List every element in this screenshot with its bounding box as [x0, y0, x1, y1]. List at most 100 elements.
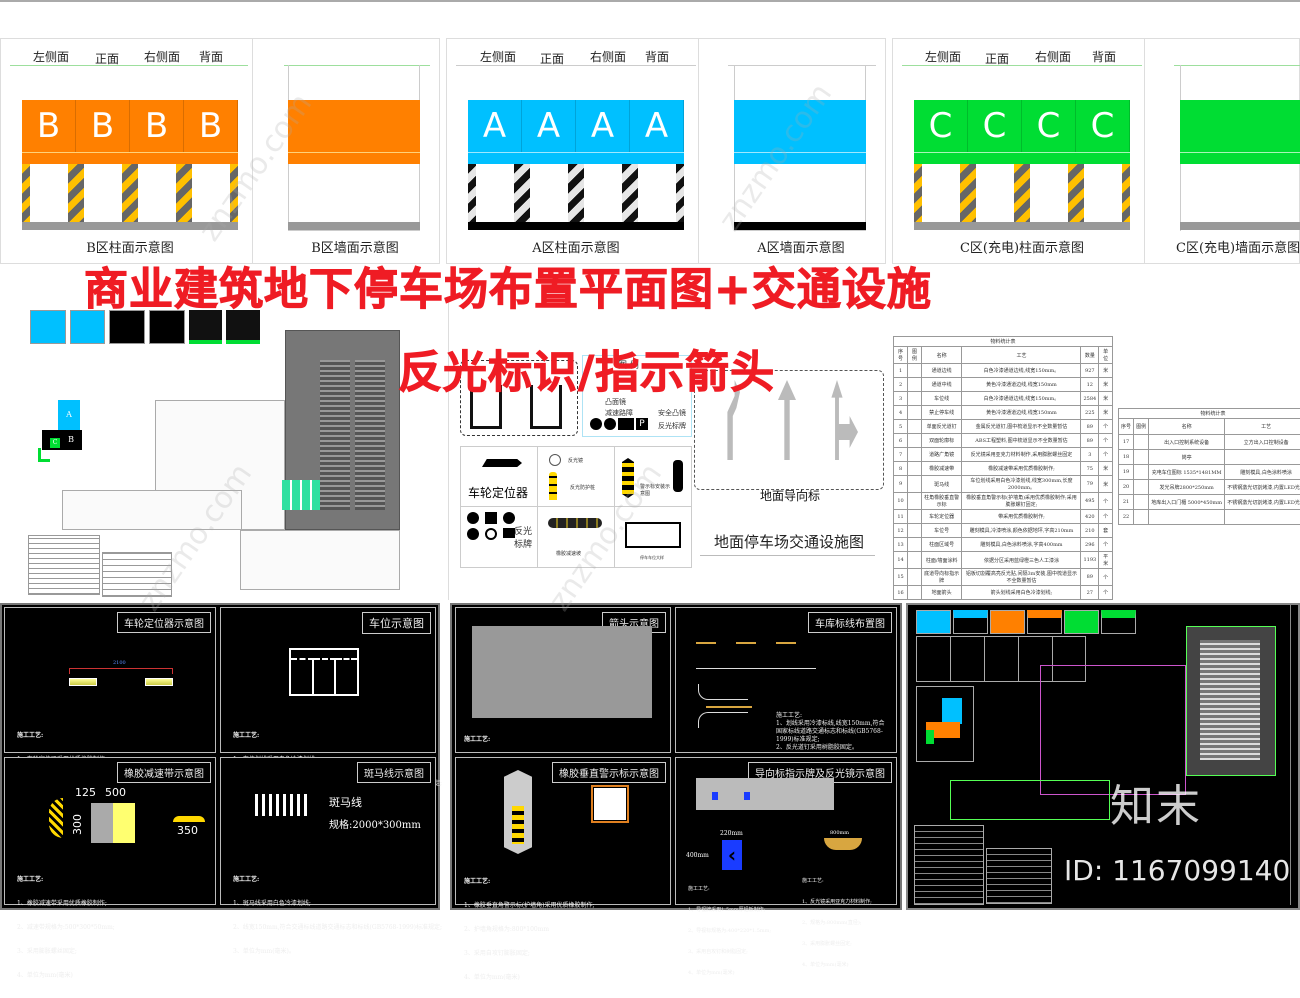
table-cell: 15: [894, 569, 908, 586]
overview-table: [914, 825, 984, 905]
cad-panel-garage-lines: 车库标线布置图 施工工艺: 1、划线采用冷漆标线,线宽150mm,符合国家标线道…: [675, 607, 897, 753]
col-header: 工艺: [962, 347, 1081, 364]
table-cell: 米: [1099, 392, 1113, 406]
dim-label: 220mm: [720, 830, 743, 837]
reflector-icon: [549, 454, 561, 466]
table-cell: 个: [1099, 434, 1113, 448]
table-cell: [908, 434, 922, 448]
legend-symbols: P: [590, 418, 648, 430]
table-cell: 柱角橡胶垂直警示标: [921, 493, 962, 510]
table-cell: 立方出入口控制设备: [1225, 435, 1300, 450]
note-line: 4、单位为mm(毫米): [688, 970, 771, 977]
note-line: 施工工艺:: [688, 886, 771, 893]
dashed-line: [696, 642, 806, 644]
table-cell: 个: [1099, 538, 1113, 552]
table-cell: 19: [1119, 465, 1134, 480]
table-cell: 16: [894, 586, 908, 600]
parking-plan-stalls: [355, 360, 385, 510]
legend-item: 减速路障: [605, 408, 633, 418]
table-cell: 210: [1081, 524, 1099, 538]
zone-c-column-band: C C C C: [914, 100, 1130, 152]
reflective-signs-label: 反光标牌: [514, 524, 536, 550]
note-line: 施工工艺:: [464, 878, 595, 886]
guide-sign-large: ‹: [722, 840, 742, 870]
table-cell: [908, 364, 922, 378]
note-line: 施工工艺:: [802, 878, 872, 885]
table-cell: 橡胶减速带: [921, 462, 962, 476]
brand-watermark: 知末: [1110, 770, 1202, 834]
circle-icon: [485, 528, 497, 540]
panel-title: 车轮定位器示意图: [117, 612, 211, 633]
note-line: 施工工艺:: [17, 876, 115, 884]
zone-letter: B: [184, 100, 238, 152]
table-title: 物料统计表: [1119, 409, 1300, 419]
table-cell: [908, 448, 922, 462]
face-label: 右侧面: [144, 48, 180, 65]
table-cell: 9: [894, 476, 908, 493]
table-cell: 平米: [1099, 552, 1113, 569]
note-line: 4、单位为mm(毫米): [464, 974, 595, 982]
table-cell: 白色冷漆通道边线,线宽150mm。: [962, 364, 1081, 378]
speed-bump-side: [49, 798, 63, 838]
divider: [1144, 38, 1145, 264]
table-cell: 个: [1099, 420, 1113, 434]
construction-notes: 施工工艺: 1、橡胶减速带采用优质橡胶制作; 2、减速带规格为:500*300*…: [17, 860, 115, 996]
note-line: 3、采用膨胀螺丝固定;: [17, 948, 115, 956]
construction-notes-left: 施工工艺: 1、导视牌采用1.5mm厚铝板制作; 2、导视标规格为:400*22…: [688, 872, 771, 991]
overview-table: [986, 848, 1052, 904]
table-cell: 12: [894, 524, 908, 538]
table-cell: [908, 476, 922, 493]
zone-letter: C: [1076, 100, 1130, 152]
curve-line: [698, 712, 748, 728]
wall-caption: C区(充电)墙面示意图: [1176, 237, 1300, 256]
ref-line: [902, 65, 1142, 66]
table-cell: 22: [1119, 510, 1134, 525]
table-cell: 车轮定位器: [921, 510, 962, 524]
dim-label: 2100: [113, 660, 126, 666]
zone-map-c-tail: [38, 448, 50, 462]
col-header: 名称: [921, 347, 962, 364]
table-cell: 雕刻模具,白色涂料喷涂,字高400mm: [962, 538, 1081, 552]
col-header: 数量: [1081, 347, 1099, 364]
table-cell: [1134, 495, 1149, 510]
table-cell: 地面箭头: [921, 586, 962, 600]
corner-guard-topview: [594, 788, 626, 820]
chevron-stripe: [1068, 164, 1084, 222]
wheel-stop-label: 车轮定位器: [468, 484, 528, 501]
face-label: 右侧面: [1035, 48, 1071, 65]
overview-zone-c: [926, 730, 934, 744]
overview-wing: [950, 780, 1110, 820]
table-cell: 不锈钢激光切割烤漆,内置LED光源: [1225, 480, 1300, 495]
table-cell: 反光镜采用亚克力材料制作,采用膨胀螺丝固定: [962, 448, 1081, 462]
table-cell: [1134, 450, 1149, 465]
id-watermark: ID: 1167099140: [1064, 854, 1290, 887]
chevron-stripe: [568, 164, 584, 222]
stripe: [288, 152, 420, 153]
table-cell: ABS工程塑料,图中梳道显示不全数量暂估: [962, 434, 1081, 448]
table-cell: 米: [1099, 462, 1113, 476]
zone-letter: C: [914, 100, 968, 152]
ref-line: [456, 65, 696, 66]
col-header: 名称: [1149, 419, 1225, 435]
lower-band: [914, 153, 1130, 164]
top-gray-rule: [0, 0, 1300, 2]
table-cell: 个: [1099, 448, 1113, 462]
table-cell: [908, 538, 922, 552]
chevron-stripe: [914, 164, 922, 222]
table-cell: 禁止停车线: [921, 406, 962, 420]
table-cell: [1134, 465, 1149, 480]
cad-panel-wheel-stop: 车轮定位器示意图 2100 施工工艺: 1、车轮定位器采用优质橡胶制作; 2、规…: [4, 607, 216, 753]
parking-plan-stalls: [320, 360, 350, 510]
wheel-stop-shape: [69, 678, 97, 686]
table-cell: [908, 552, 922, 569]
table-cell: 个: [1099, 586, 1113, 600]
